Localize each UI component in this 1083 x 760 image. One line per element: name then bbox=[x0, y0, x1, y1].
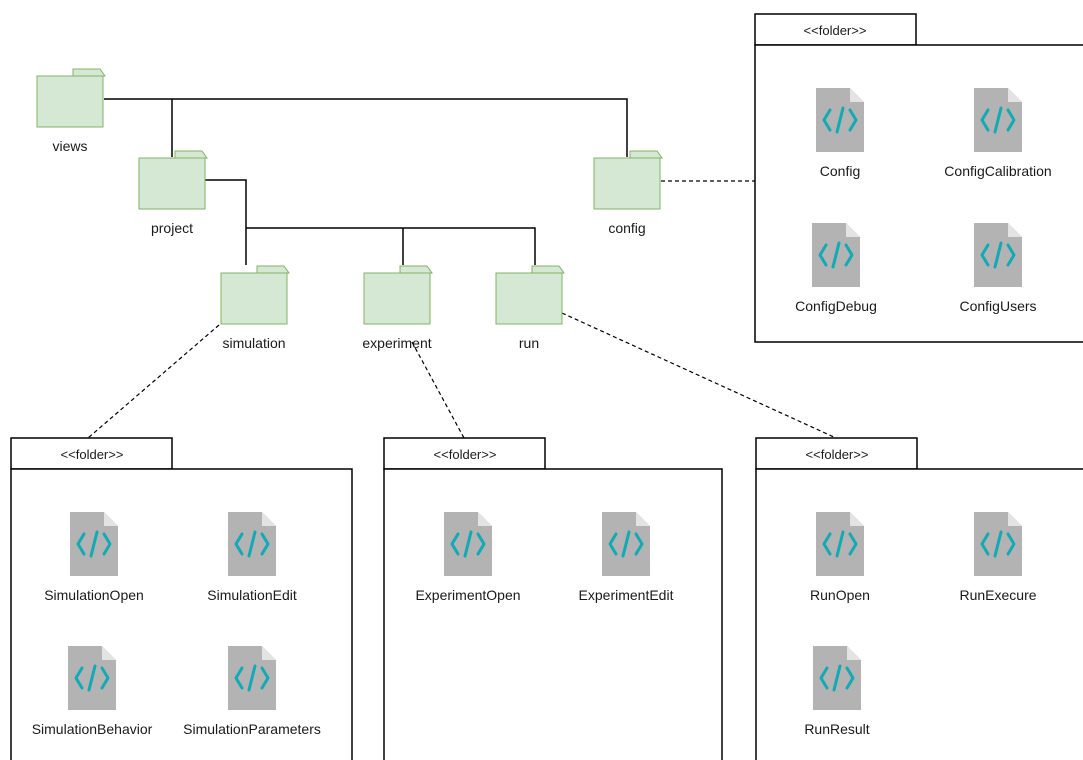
file-item-simulationbehavior[interactable]: SimulationBehavior bbox=[32, 644, 153, 737]
file-item-simulationedit[interactable]: SimulationEdit bbox=[207, 510, 297, 603]
package-run: <<folder>> RunOpen RunExecure RunResult bbox=[755, 437, 1083, 760]
file-item-experimentopen[interactable]: ExperimentOpen bbox=[415, 510, 521, 603]
code-file-icon bbox=[66, 644, 118, 712]
connector-project-children bbox=[205, 179, 247, 265]
file-label: RunExecure bbox=[959, 587, 1036, 603]
package-body bbox=[10, 468, 353, 760]
folder-label-simulation: simulation bbox=[222, 335, 285, 351]
folder-label-run: run bbox=[519, 335, 539, 351]
folder-node-run[interactable]: run bbox=[495, 265, 565, 351]
code-file-icon bbox=[810, 221, 862, 289]
code-file-icon bbox=[972, 510, 1024, 578]
file-label: SimulationOpen bbox=[44, 587, 144, 603]
file-item-runresult[interactable]: RunResult bbox=[804, 644, 870, 737]
file-label: ConfigDebug bbox=[795, 298, 877, 314]
code-file-icon bbox=[226, 510, 278, 578]
file-item-experimentedit[interactable]: ExperimentEdit bbox=[579, 510, 674, 603]
package-stereotype: <<folder>> bbox=[61, 447, 124, 462]
package-body bbox=[383, 468, 723, 760]
file-item-configcalibration[interactable]: ConfigCalibration bbox=[944, 86, 1052, 179]
package-experiment: <<folder>> ExperimentOpen ExperimentEdit bbox=[383, 437, 723, 760]
package-tab bbox=[754, 13, 917, 46]
file-item-runexecure[interactable]: RunExecure bbox=[959, 510, 1037, 603]
code-file-icon bbox=[68, 510, 120, 578]
connector-project-bus bbox=[246, 227, 536, 265]
package-config: <<folder>> Config ConfigCalibration Conf… bbox=[754, 13, 1083, 343]
file-label: ExperimentOpen bbox=[415, 587, 520, 603]
file-item-simulationopen[interactable]: SimulationOpen bbox=[44, 510, 144, 603]
code-file-icon bbox=[972, 86, 1024, 154]
package-simulation: <<folder>> SimulationOpen SimulationEdit… bbox=[10, 437, 353, 760]
folder-node-simulation[interactable]: simulation bbox=[220, 265, 290, 351]
package-body bbox=[755, 468, 1083, 760]
folder-icon bbox=[138, 150, 208, 210]
folder-label-project: project bbox=[151, 220, 193, 236]
folder-node-views[interactable]: views bbox=[36, 68, 106, 154]
file-item-runopen[interactable]: RunOpen bbox=[810, 510, 870, 603]
folder-icon bbox=[363, 265, 433, 325]
package-stereotype: <<folder>> bbox=[806, 447, 869, 462]
folder-icon bbox=[593, 150, 663, 210]
connector-views-config bbox=[104, 98, 628, 157]
package-tab bbox=[755, 437, 918, 470]
code-file-icon bbox=[972, 221, 1024, 289]
file-label: RunOpen bbox=[810, 587, 870, 603]
link-experiment-package bbox=[411, 341, 465, 439]
file-label: ConfigUsers bbox=[959, 298, 1036, 314]
folder-label-experiment: experiment bbox=[362, 335, 431, 351]
file-label: SimulationParameters bbox=[183, 721, 321, 737]
file-label: SimulationEdit bbox=[207, 587, 297, 603]
package-body bbox=[754, 44, 1083, 343]
package-stereotype: <<folder>> bbox=[434, 447, 497, 462]
file-item-configusers[interactable]: ConfigUsers bbox=[959, 221, 1037, 314]
folder-node-experiment[interactable]: experiment bbox=[362, 265, 433, 351]
file-label: ExperimentEdit bbox=[579, 587, 674, 603]
package-connectors bbox=[87, 180, 837, 439]
file-item-config[interactable]: Config bbox=[814, 86, 866, 179]
file-label: Config bbox=[820, 163, 860, 179]
code-file-icon bbox=[226, 644, 278, 712]
link-run-package bbox=[561, 312, 837, 439]
code-file-icon bbox=[811, 644, 863, 712]
file-label: SimulationBehavior bbox=[32, 721, 153, 737]
folder-node-project[interactable]: project bbox=[138, 150, 208, 236]
package-tab bbox=[10, 437, 173, 470]
code-file-icon bbox=[814, 510, 866, 578]
file-item-configdebug[interactable]: ConfigDebug bbox=[795, 221, 877, 314]
folder-label-config: config bbox=[608, 220, 645, 236]
file-item-simulationparameters[interactable]: SimulationParameters bbox=[183, 644, 321, 737]
code-file-icon bbox=[814, 86, 866, 154]
code-file-icon bbox=[600, 510, 652, 578]
folder-icon bbox=[220, 265, 290, 325]
folder-node-config[interactable]: config bbox=[593, 150, 663, 236]
file-label: ConfigCalibration bbox=[944, 163, 1051, 179]
link-simulation-package bbox=[87, 324, 220, 439]
file-label: RunResult bbox=[804, 721, 869, 737]
package-stereotype: <<folder>> bbox=[804, 23, 867, 38]
folder-label-views: views bbox=[52, 138, 87, 154]
folder-icon bbox=[495, 265, 565, 325]
code-file-icon bbox=[442, 510, 494, 578]
tree-connectors bbox=[104, 98, 628, 265]
folder-icon bbox=[36, 68, 106, 128]
